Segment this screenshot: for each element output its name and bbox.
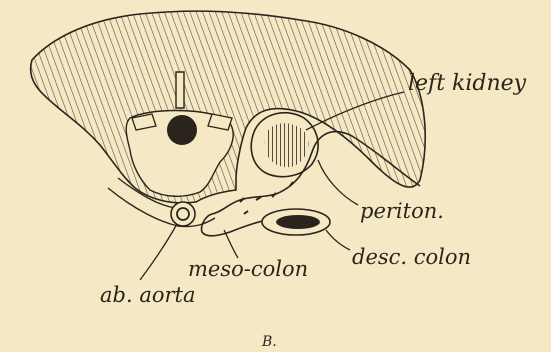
- aorta-outer: [171, 202, 195, 226]
- label-left-kidney: left kidney: [408, 71, 527, 96]
- label-ab-aorta: ab. aorta: [100, 283, 195, 307]
- leader-line-meso-colon: [224, 230, 238, 258]
- label-meso-colon: meso-colon: [188, 257, 308, 281]
- leader-line-periton: [318, 160, 358, 205]
- descending-colon-lumen: [276, 215, 320, 229]
- body-wall-section: [31, 11, 426, 203]
- vertebral-body: [167, 115, 197, 145]
- label-desc-colon: desc. colon: [352, 245, 471, 269]
- leader-line-desc-colon: [326, 230, 350, 250]
- label-periton: periton.: [360, 199, 444, 223]
- vertebra-spinous-process: [176, 72, 184, 108]
- panel-letter: B.: [261, 334, 277, 350]
- leader-line-ab-aorta: [140, 224, 177, 280]
